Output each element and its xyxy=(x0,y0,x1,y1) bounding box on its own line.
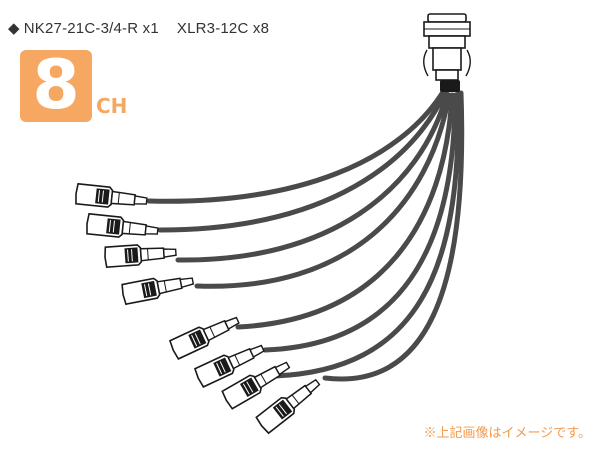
branch-connector-spec: XLR3-12C x8 xyxy=(176,20,270,37)
xlr-plug-3 xyxy=(103,241,178,268)
cable-bundle xyxy=(146,89,465,382)
image-disclaimer-note: ※上記画像はイメージです。 xyxy=(423,425,591,440)
cable-1 xyxy=(146,89,446,204)
multipin-connector-icon xyxy=(423,13,471,92)
diamond-marker-icon: ◆ xyxy=(8,20,20,37)
cable-4 xyxy=(194,92,452,289)
channel-unit-label: CH xyxy=(96,94,128,118)
channel-count: 8 xyxy=(32,46,80,125)
xlr-plug-4 xyxy=(120,270,196,306)
xlr-plug-icon xyxy=(74,182,325,435)
cable-7 xyxy=(272,91,461,379)
main-connector-spec: NK27-21C-3/4-R x1 xyxy=(23,20,159,37)
spec-line: ◆NK27-21C-3/4-R x1 XLR3-12C x8 xyxy=(8,19,269,37)
cable-6 xyxy=(262,92,458,353)
xlr-plug-1 xyxy=(74,182,149,212)
channel-badge: 8 xyxy=(20,46,92,125)
cable-3 xyxy=(175,91,450,263)
xlr-plug-2 xyxy=(85,212,160,242)
cable-5 xyxy=(235,92,455,330)
cable-8 xyxy=(322,90,465,382)
cable-2 xyxy=(157,90,448,233)
xlr-plug-5 xyxy=(168,310,243,361)
